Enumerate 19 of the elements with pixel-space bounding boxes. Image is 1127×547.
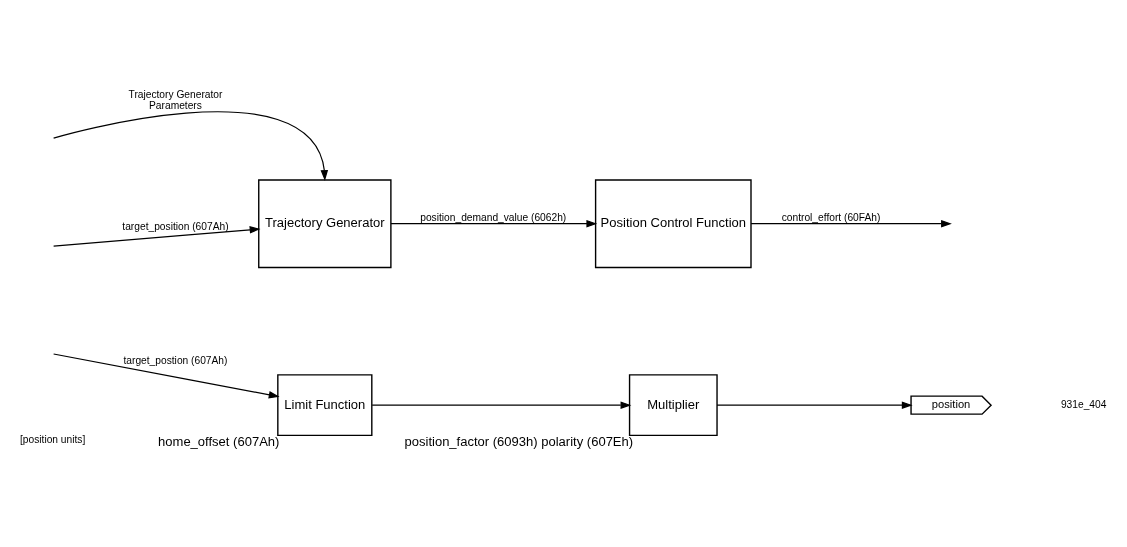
arrow — [53, 111, 329, 181]
edge-label: control_effort (60FAh) — [781, 211, 881, 223]
node-box: Limit Function — [277, 374, 373, 437]
edge-label: target_position (607Ah) — [122, 221, 229, 233]
arrow — [390, 219, 598, 228]
node-box: Position Control Function — [594, 179, 752, 269]
arrow — [716, 401, 913, 409]
label: 931e_404 — [1060, 398, 1107, 410]
edge-label: Trajectory Generator Parameters — [128, 88, 223, 112]
edge-label: position_demand_value (6062h) — [420, 211, 567, 223]
node-box: Trajectory Generator — [258, 179, 392, 269]
node-label: home_offset (607Ah) — [158, 433, 280, 449]
arrow — [53, 226, 261, 247]
edge-label: target_postion (607Ah) — [123, 355, 228, 367]
arrow — [750, 219, 952, 228]
node-box: Multiplier — [628, 374, 718, 437]
arrow — [371, 401, 632, 409]
arrow — [53, 353, 280, 399]
label: [position units] — [19, 434, 86, 446]
